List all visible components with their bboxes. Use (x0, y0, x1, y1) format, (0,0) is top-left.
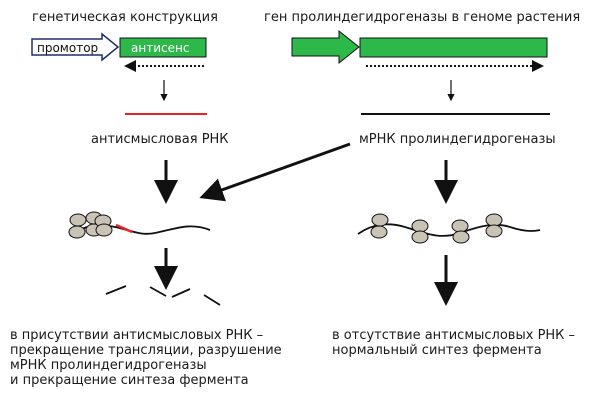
gene-body-box (359, 37, 548, 58)
ribosome (69, 213, 87, 227)
antisense-label: антисенс (131, 41, 189, 55)
ribosome (485, 213, 503, 227)
mrna-fragment (171, 288, 191, 298)
mrna-fragment (105, 285, 127, 295)
left-caption-line: мРНК пролиндегидрогеназы (10, 358, 207, 373)
left-caption: в присутствии антисмысловых РНК – прекра… (10, 328, 282, 388)
left-title: генетическая конструкция (32, 10, 218, 25)
ribosome (371, 213, 389, 227)
bound-antisense-segment (115, 223, 133, 234)
promoter-shape (31, 32, 120, 62)
antisense-rna-label: антисмысловая РНК (91, 132, 229, 147)
right-caption-line: нормальный синтез фермента (332, 343, 542, 358)
ribosome (68, 225, 86, 239)
left-caption-line: в присутствии антисмысловых РНК – (10, 328, 264, 343)
mrna-label: мРНК пролиндегидрогеназы (359, 132, 556, 147)
mrna-fragment (203, 294, 221, 306)
right-ribosomes (370, 213, 503, 244)
arrow-mrna-to-left (199, 142, 351, 202)
ribosome (485, 224, 503, 238)
ribosome (411, 230, 429, 244)
right-title: ген пролиндегидрогеназы в геноме растени… (264, 10, 581, 25)
left-caption-line: прекращение трансляции, разрушение (10, 343, 282, 358)
gene-promoter-shape (291, 29, 360, 65)
ribosome (411, 219, 429, 233)
ribosome (451, 219, 469, 233)
ribosome (370, 225, 388, 239)
antisense-box (119, 37, 207, 58)
degraded-mrna-fragments (105, 285, 221, 306)
left-ribosomes (68, 211, 113, 239)
ribosome (452, 230, 470, 244)
promoter-label: промотор (37, 41, 98, 55)
right-caption: в отсутствие антисмысловых РНК – нормаль… (332, 328, 575, 358)
left-caption-line: и прекращение синтеза фермента (10, 373, 249, 388)
ribosome (95, 223, 113, 237)
right-caption-line: в отсутствие антисмысловых РНК – (332, 328, 576, 343)
mrna-fragment (149, 286, 167, 297)
